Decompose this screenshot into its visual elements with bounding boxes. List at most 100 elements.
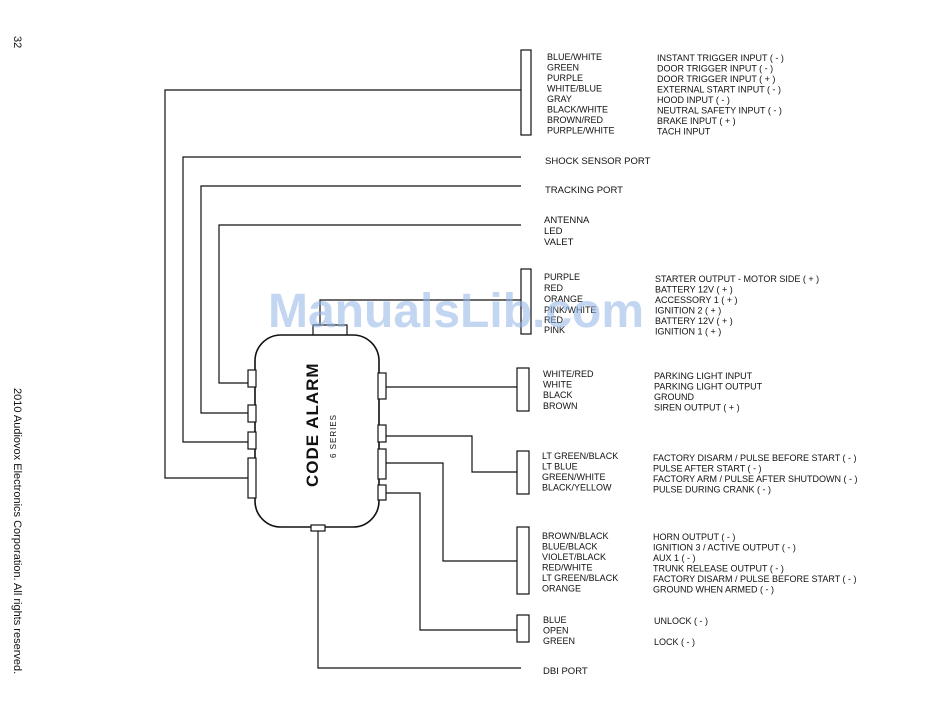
connector-blocks <box>516 49 532 643</box>
function-label: AUX 1 ( - ) <box>653 553 696 563</box>
lights-function-labels: PARKING LIGHT INPUT PARKING LIGHT OUTPUT… <box>654 371 763 413</box>
wire-label: BLUE/BLACK <box>542 542 598 552</box>
power-harness-wire <box>319 299 521 330</box>
function-label: ACCESSORY 1 ( + ) <box>655 295 737 305</box>
module-brand: CODE ALARM <box>303 362 322 487</box>
function-label: FACTORY DISARM / PULSE BEFORE START ( - … <box>653 453 857 463</box>
function-label: HORN OUTPUT ( - ) <box>653 532 735 542</box>
wire-label: WHITE/BLUE <box>547 84 602 94</box>
function-label: LOCK ( - ) <box>654 637 695 647</box>
function-label: SIREN OUTPUT ( + ) <box>654 403 740 413</box>
function-label: DOOR TRIGGER INPUT ( + ) <box>657 74 775 84</box>
function-label: DOOR TRIGGER INPUT ( - ) <box>657 64 773 74</box>
function-label: TACH INPUT <box>657 127 711 137</box>
wire-label: WHITE/RED <box>543 369 594 379</box>
power-function-labels: STARTER OUTPUT - MOTOR SIDE ( + ) BATTER… <box>655 274 819 337</box>
valet-label: VALET <box>544 237 574 248</box>
tracking-port-label: TRACKING PORT <box>545 185 623 196</box>
port-tracking <box>247 404 257 423</box>
wire-label: GREEN <box>547 63 579 73</box>
module-series: 6 SERIES <box>329 414 338 458</box>
locks-wire-labels: BLUE OPEN GREEN <box>543 615 575 646</box>
function-label: GROUND WHEN ARMED ( - ) <box>653 585 774 595</box>
port-lights <box>377 372 387 400</box>
wire-label: BROWN <box>543 401 578 411</box>
antenna-wire <box>218 224 521 384</box>
wire-label: BLACK <box>543 390 573 400</box>
wire-label: PURPLE <box>544 272 580 282</box>
function-label: IGNITION 2 ( + ) <box>655 306 721 316</box>
function-label: BRAKE INPUT ( + ) <box>657 116 736 126</box>
wire-label: BLACK/WHITE <box>547 105 608 115</box>
function-label: INSTANT TRIGGER INPUT ( - ) <box>657 53 784 63</box>
function-label: PULSE AFTER START ( - ) <box>653 464 762 474</box>
aux-connector <box>516 526 530 595</box>
wire-label: OPEN <box>543 626 569 636</box>
function-label: BATTERY 12V ( + ) <box>655 316 733 326</box>
wire-label: RED <box>544 315 564 325</box>
wire-label: RED <box>544 283 564 293</box>
page-number: 32 <box>11 36 23 48</box>
wire-label: GRAY <box>547 94 572 104</box>
function-label: GROUND <box>654 392 694 402</box>
function-label: PULSE DURING CRANK ( - ) <box>653 485 771 495</box>
watermark: ManualsLib.com <box>268 285 644 338</box>
function-label: NEUTRAL SAFETY INPUT ( - ) <box>657 106 782 116</box>
locks-connector <box>516 614 530 643</box>
port-antenna <box>247 369 257 388</box>
function-label: IGNITION 3 / ACTIVE OUTPUT ( - ) <box>653 543 796 553</box>
function-label: UNLOCK ( - ) <box>654 616 708 626</box>
shock-sensor-label: SHOCK SENSOR PORT <box>545 156 651 167</box>
wire-label: PURPLE <box>547 73 583 83</box>
wire-label: BLUE <box>543 615 567 625</box>
wires <box>164 89 521 669</box>
dbi-wire <box>317 530 521 669</box>
port-dbi <box>310 524 326 532</box>
function-label: EXTERNAL START INPUT ( - ) <box>657 85 781 95</box>
wire-label: ORANGE <box>544 294 583 304</box>
input-harness-wire <box>164 89 521 479</box>
function-label: TRUNK RELEASE OUTPUT ( - ) <box>653 564 784 574</box>
power-wire-labels: PURPLE RED ORANGE PINK/WHITE RED PINK <box>544 272 597 335</box>
wire-label: LT BLUE <box>542 462 578 472</box>
function-label: FACTORY DISARM / PULSE BEFORE START ( - … <box>653 574 857 584</box>
function-label: BATTERY 12V ( + ) <box>655 285 733 295</box>
port-inputs <box>247 457 257 499</box>
inputs-wire-labels: BLUE/WHITE GREEN PURPLE WHITE/BLUE GRAY … <box>547 52 615 136</box>
function-label: IGNITION 1 ( + ) <box>655 327 721 337</box>
shock-sensor-wire <box>182 156 521 443</box>
copyright: 2010 Audiovox Electronics Corporation. A… <box>11 388 23 674</box>
wire-label: PURPLE/WHITE <box>547 126 615 136</box>
antenna-labels: ANTENNA LED VALET <box>544 215 590 248</box>
wire-label: BLACK/YELLOW <box>542 483 612 493</box>
wire-label: GREEN/WHITE <box>542 472 606 482</box>
port-locks <box>377 484 387 501</box>
aux-harness-wire <box>386 462 517 562</box>
function-label: FACTORY ARM / PULSE AFTER SHUTDOWN ( - ) <box>653 474 858 484</box>
function-label: PARKING LIGHT OUTPUT <box>654 382 763 392</box>
port-shock <box>247 431 257 450</box>
port-aux <box>377 448 387 480</box>
locks-function-labels: UNLOCK ( - ) LOCK ( - ) <box>654 616 708 647</box>
wire-label: WHITE <box>543 380 572 390</box>
aux-wire-labels: BROWN/BLACK BLUE/BLACK VIOLET/BLACK RED/… <box>542 531 618 594</box>
lights-connector <box>516 367 530 412</box>
wire-label: GREEN <box>543 636 575 646</box>
power-connector <box>520 268 532 335</box>
wire-label: BROWN/RED <box>547 115 604 125</box>
wire-label: BROWN/BLACK <box>542 531 609 541</box>
function-label: STARTER OUTPUT - MOTOR SIDE ( + ) <box>655 274 819 284</box>
inputs-function-labels: INSTANT TRIGGER INPUT ( - ) DOOR TRIGGER… <box>657 53 784 137</box>
wire-label: BLUE/WHITE <box>547 52 602 62</box>
function-label: PARKING LIGHT INPUT <box>654 371 753 381</box>
wire-label: ORANGE <box>542 584 581 594</box>
port-factory <box>377 424 387 443</box>
factory-connector <box>516 450 530 495</box>
wire-label: PINK <box>544 325 565 335</box>
antenna-label: ANTENNA <box>544 215 590 226</box>
function-label: HOOD INPUT ( - ) <box>657 95 730 105</box>
factory-wire-labels: LT GREEN/BLACK LT BLUE GREEN/WHITE BLACK… <box>542 451 618 493</box>
factory-harness-wire <box>386 435 517 473</box>
inputs-connector <box>520 49 532 136</box>
